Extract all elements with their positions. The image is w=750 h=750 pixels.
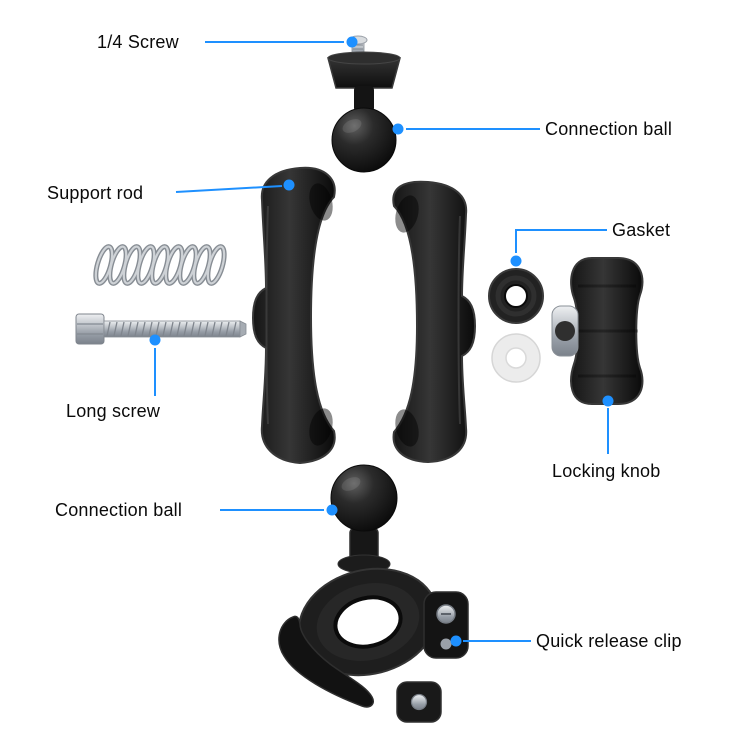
part-gasket-dark [488, 268, 544, 324]
leader-connection-ball-top [392, 123, 540, 135]
leader-line [175, 185, 283, 193]
leader-quick-release-clip [450, 635, 531, 647]
anchor-dot [149, 334, 161, 346]
label-quick-release-clip: Quick release clip [536, 631, 682, 651]
label-quarter-screw: 1/4 Screw [97, 32, 179, 52]
part-support-rod-left [251, 166, 336, 465]
release-lever [278, 615, 374, 708]
anchor-dot [392, 123, 404, 135]
leader-support-rod [175, 179, 295, 193]
anchor-dot [346, 36, 358, 48]
label-gasket: Gasket [612, 220, 671, 240]
part-connection-ball-bottom [330, 464, 398, 574]
leader-gasket [510, 229, 607, 267]
label-connection-ball-top: Connection ball [545, 119, 673, 139]
part-quarter-screw-mount [327, 35, 401, 112]
part-locking-knob [551, 257, 644, 405]
label-long-screw: Long screw [66, 401, 161, 421]
part-support-rod-right [392, 180, 477, 464]
leader-connection-ball-bottom [220, 504, 338, 516]
part-connection-ball-top [331, 107, 397, 173]
anchor-dot [602, 395, 614, 407]
part-long-screw [75, 313, 247, 345]
anchor-dot [450, 635, 462, 647]
part-spring [93, 245, 228, 285]
label-locking-knob: Locking knob [552, 461, 661, 481]
ball-shape [330, 464, 398, 532]
anchor-dot [510, 255, 522, 267]
anchor-dot [326, 504, 338, 516]
leader-locking-knob [602, 395, 614, 454]
product-illustration [75, 35, 644, 723]
part-gasket-light [491, 333, 541, 383]
leader-quarter-screw [205, 36, 358, 48]
anchor-dot [283, 179, 295, 191]
leader-line [515, 229, 607, 253]
part-quick-release-clamp [278, 567, 469, 723]
label-connection-ball-bottom: Connection ball [55, 500, 183, 520]
leader-lines [149, 36, 614, 647]
leader-long-screw [149, 334, 161, 396]
ball-shape [331, 107, 397, 173]
label-support-rod: Support rod [47, 183, 144, 203]
